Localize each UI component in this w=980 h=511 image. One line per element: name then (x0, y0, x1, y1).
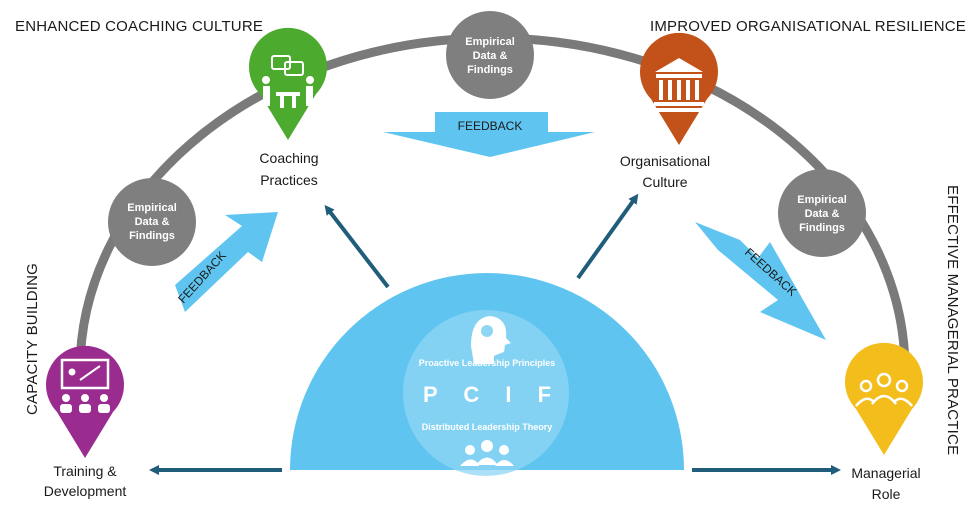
evidence-circle-left: Empirical Data & Findings (108, 178, 196, 266)
node-label-training-line2: Development (44, 483, 127, 499)
arrow-to-coaching (324, 204, 390, 289)
hub-line-bottom: Distributed Leadership Theory (422, 422, 553, 432)
pcif-hub: Proactive Leadership Principles P C I F … (290, 273, 684, 476)
pin-training (46, 345, 125, 458)
presentation-icon (60, 358, 110, 413)
corner-label-top-left: ENHANCED COACHING CULTURE (15, 18, 263, 35)
people-group-icon (460, 440, 514, 466)
pin-managerial (845, 342, 924, 455)
svg-text:Data &: Data & (805, 208, 840, 220)
svg-text:Findings: Findings (467, 64, 513, 76)
evidence-circle-top: Empirical Data & Findings (446, 11, 534, 99)
node-label-organisational-line2: Culture (642, 174, 687, 190)
brain-head-icon (471, 316, 511, 364)
conversation-icon (262, 55, 314, 108)
institution-icon (651, 58, 707, 112)
evidence-circle-right: Empirical Data & Findings (778, 169, 866, 257)
feedback-label-top: FEEDBACK (458, 119, 523, 133)
svg-text:Empirical: Empirical (465, 36, 515, 48)
pin-organisational (640, 32, 718, 145)
pin-coaching (249, 27, 328, 141)
svg-text:Empirical: Empirical (127, 202, 177, 214)
node-label-coaching-line1: Coaching (259, 150, 318, 166)
feedback-arrow-top: FEEDBACK (383, 112, 595, 157)
node-label-training-line1: Training & (53, 463, 117, 479)
arrow-to-organisational (576, 193, 639, 280)
node-label-coaching-line2: Practices (260, 172, 318, 188)
corner-label-right-vertical: EFFECTIVE MANAGERIAL PRACTICE (944, 185, 961, 455)
group-icon (855, 372, 913, 407)
svg-text:Findings: Findings (799, 222, 845, 234)
svg-text:Findings: Findings (129, 230, 175, 242)
hub-acronym: P C I F (423, 382, 561, 407)
svg-text:Data &: Data & (135, 216, 170, 228)
svg-text:Data &: Data & (473, 50, 508, 62)
corner-label-left-vertical: CAPACITY BUILDING (24, 263, 41, 415)
svg-text:Empirical: Empirical (797, 194, 847, 206)
node-label-managerial-line2: Role (872, 486, 901, 502)
corner-label-top-right: IMPROVED ORGANISATIONAL RESILIENCE (650, 18, 966, 35)
node-label-managerial-line1: Managerial (851, 465, 920, 481)
node-label-organisational-line1: Organisational (620, 153, 710, 169)
hub-line-top: Proactive Leadership Principles (419, 358, 556, 368)
